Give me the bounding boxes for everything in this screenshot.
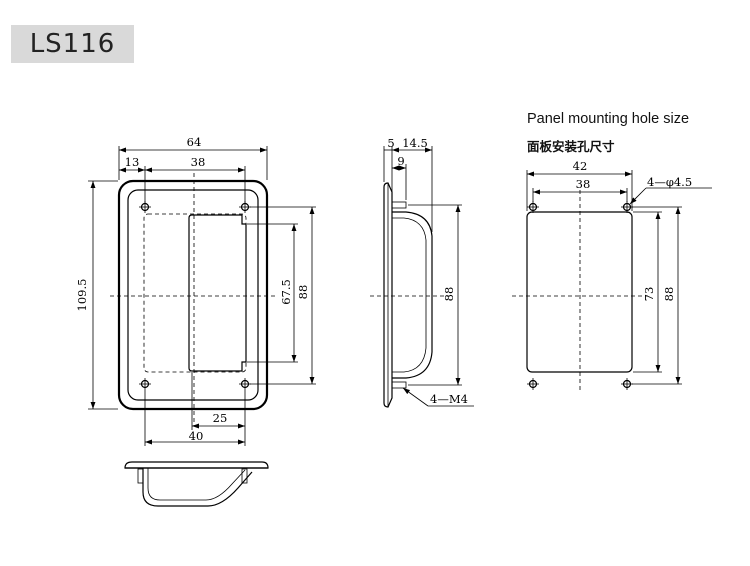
front-mounting-holes	[139, 201, 251, 390]
front-dim-hole-spacing-top: 38	[191, 155, 206, 169]
front-dim-overall-width: 64	[187, 135, 202, 149]
side-dim-screws: 4—M4	[430, 392, 468, 406]
front-dim-handle-width: 25	[213, 411, 228, 425]
side-view: 5 14.5 9 88 4—M4	[370, 136, 474, 408]
bottom-stud-right	[241, 468, 248, 484]
cutout-dim-width: 42	[573, 159, 588, 173]
front-dim-handle-height: 67.5	[279, 279, 293, 305]
side-stud-bottom	[391, 381, 407, 389]
bottom-recess	[142, 468, 253, 507]
cutout-dim-height: 73	[642, 287, 656, 302]
cutout-dim-holes: 4—φ4.5	[647, 175, 692, 189]
front-inner-outline	[127, 189, 259, 401]
front-outer-outline	[117, 179, 269, 411]
front-handle-recess	[188, 214, 247, 372]
panel-heading-en: Panel mounting hole size	[527, 111, 690, 127]
panel-heading-cn: 面板安装孔尺寸	[527, 139, 615, 154]
cutout-dim-hole-spacing-v: 88	[662, 287, 676, 302]
bottom-stud-left	[137, 468, 144, 484]
bottom-flange	[124, 461, 269, 469]
side-dim-depth: 14.5	[402, 136, 428, 150]
model-label: LS116	[29, 29, 116, 59]
bottom-view	[124, 461, 269, 507]
cutout-dim-hole-spacing-h: 38	[576, 177, 591, 191]
model-badge: LS116	[11, 25, 134, 63]
cutout-holes	[527, 201, 633, 390]
side-body	[392, 211, 433, 379]
front-dim-bottom-span: 40	[189, 429, 204, 443]
front-dim-left-offset: 13	[125, 155, 140, 169]
bottom-recess-inner	[147, 468, 246, 501]
side-stud-top	[391, 201, 407, 209]
cutout-outline	[526, 211, 633, 373]
side-dim-inner-depth: 9	[397, 154, 404, 168]
front-view: 64 13 38 109.5 67.5 88 25 40	[75, 135, 316, 446]
front-recess-hidden	[143, 213, 247, 373]
front-dim-overall-height: 109.5	[75, 279, 89, 312]
side-dim-flange: 5	[387, 136, 394, 150]
side-body-inner	[392, 217, 427, 373]
side-dim-hole-spacing: 88	[442, 287, 456, 302]
side-flange	[383, 182, 393, 408]
panel-cutout-view: 42 38 4—φ4.5 73 88	[512, 159, 712, 392]
front-dim-hole-spacing-vertical: 88	[296, 285, 310, 300]
